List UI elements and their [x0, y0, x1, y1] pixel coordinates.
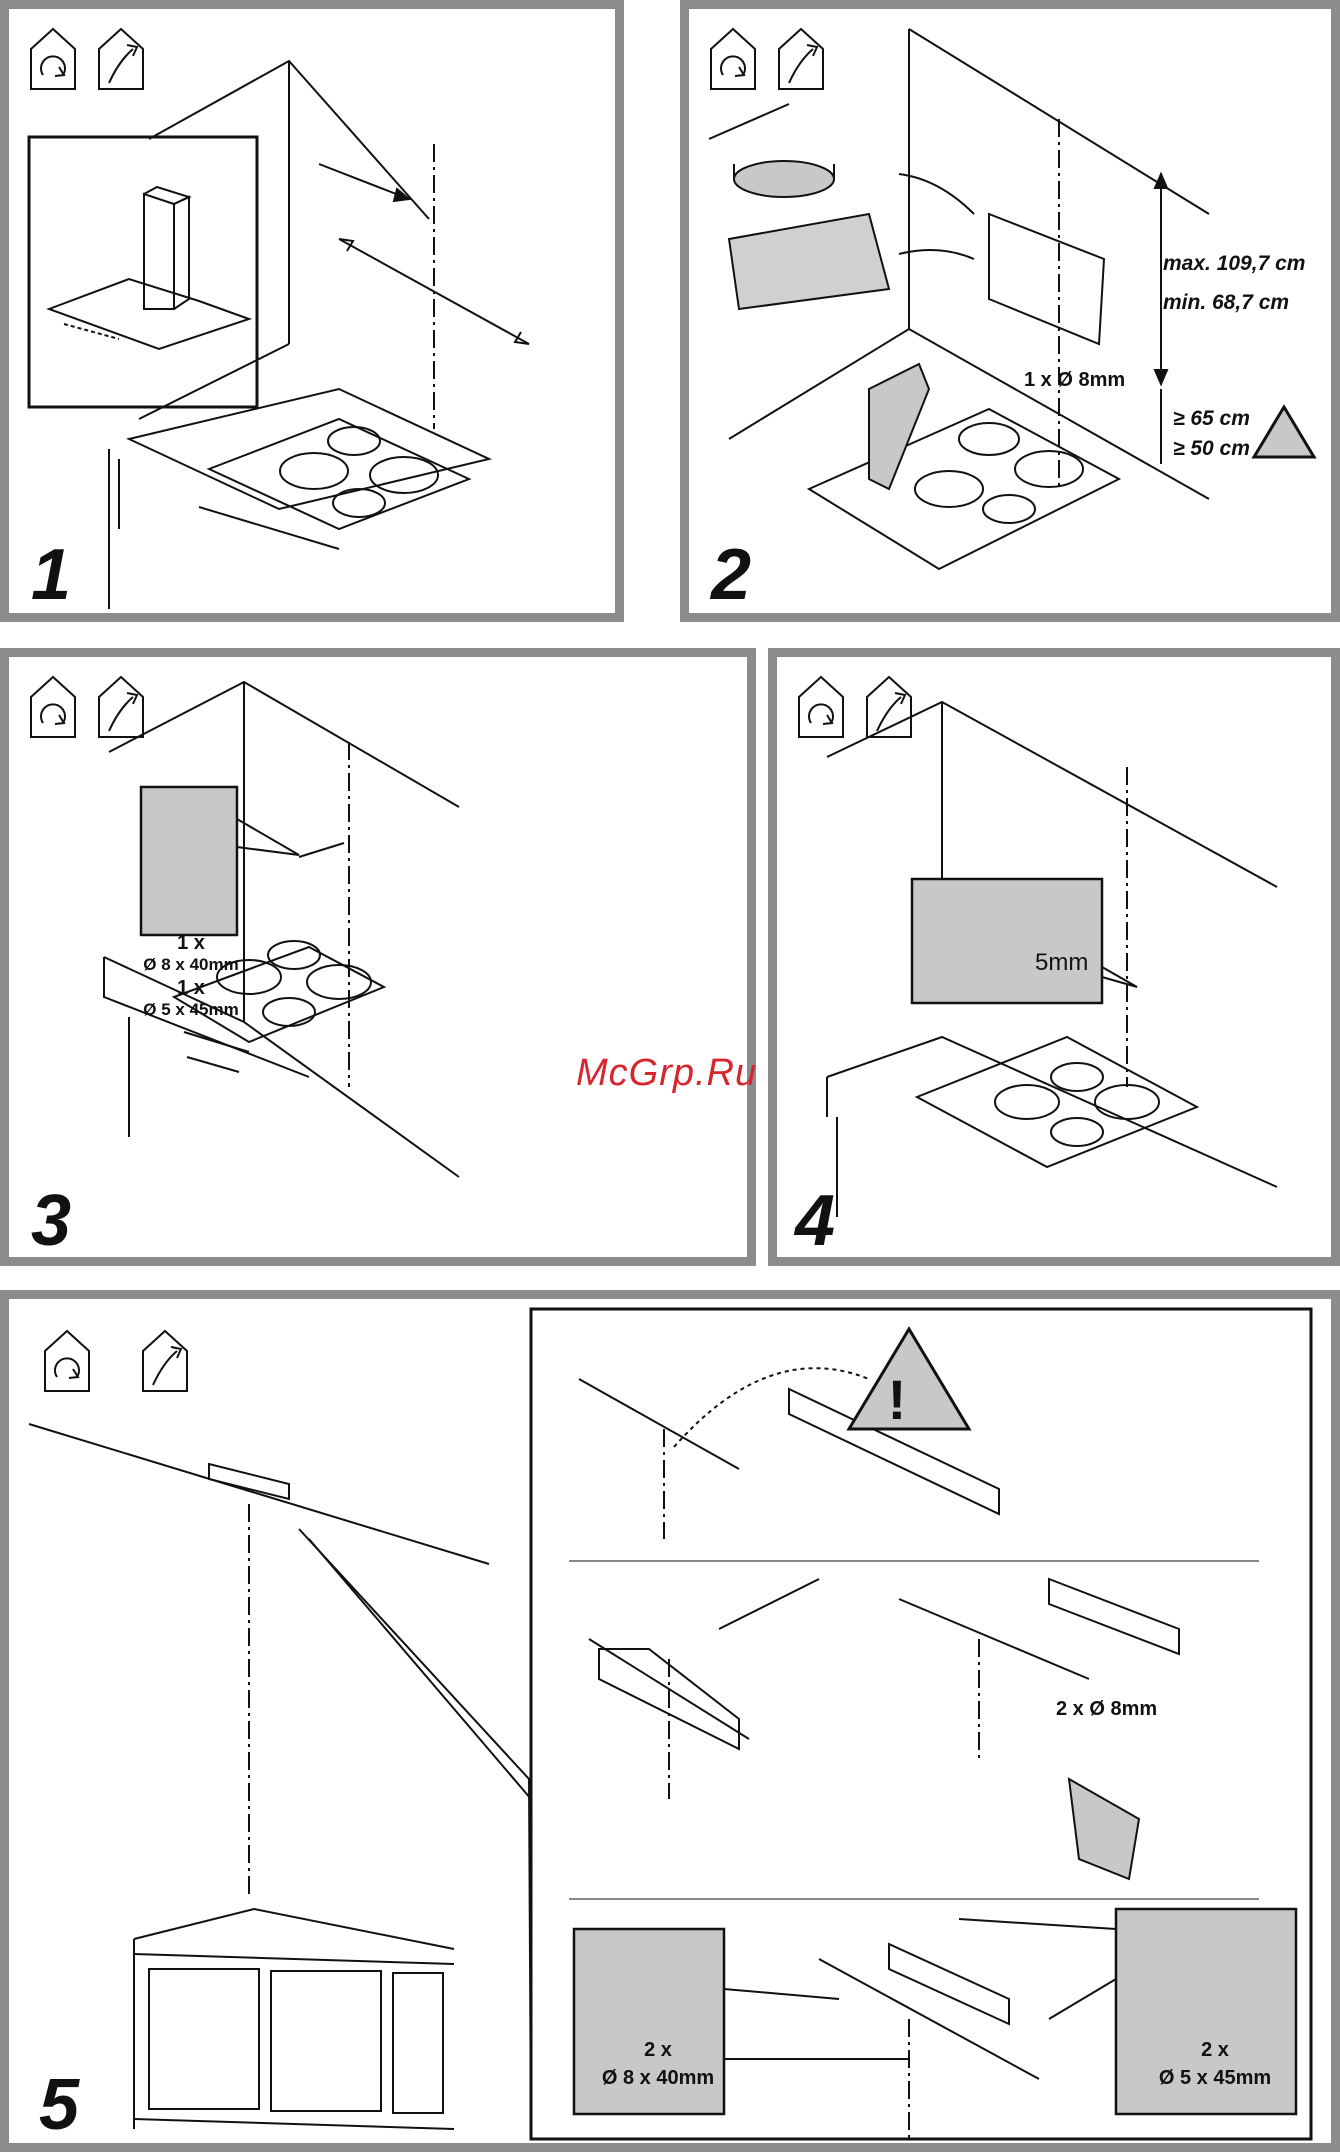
recirculation-mode-icon [711, 29, 755, 89]
step-1-illustration [9, 9, 615, 613]
extraction-mode-icon [99, 677, 143, 737]
screw-quantity-label: 1 x [143, 977, 239, 1000]
drill-label: 2 x Ø 8mm [1056, 1698, 1157, 1721]
watermark: McGrp.Ru [576, 1052, 757, 1095]
recirculation-mode-icon [31, 29, 75, 89]
screw-size-label: Ø 5 x 45mm [1125, 2067, 1305, 2090]
screw-size-label: Ø 5 x 45mm [139, 1000, 243, 1020]
step-number: 2 [711, 539, 751, 611]
step-5-panel: ! 2 x Ø 8mm 2 x Ø 8 x 40mm 2 x Ø 5 x 45m… [0, 1290, 1340, 2152]
step-3-panel: 1 x Ø 8 x 40mm 1 x Ø 5 x 45mm 3 [0, 648, 756, 1266]
plug-quantity-label: 1 x [143, 932, 239, 955]
warning-mark: ! [888, 1368, 907, 1431]
drill-label: 1 x Ø 8mm [1024, 369, 1125, 392]
step-number: 4 [795, 1185, 835, 1257]
plug-size-label: Ø 8 x 40mm [139, 955, 243, 975]
step-number: 1 [31, 539, 71, 611]
step-5-illustration: ! [9, 1299, 1331, 2143]
recirculation-mode-icon [799, 677, 843, 737]
plug-quantity-label: 2 x [583, 2039, 733, 2062]
electric-hob-distance-label: ≥ 50 cm [1173, 437, 1250, 461]
extraction-mode-icon [143, 1331, 187, 1391]
recirculation-mode-icon [45, 1331, 89, 1391]
step-2-panel: max. 109,7 cm min. 68,7 cm 1 x Ø 8mm ≥ 6… [680, 0, 1340, 622]
screw-gap-label: 5mm [1035, 949, 1088, 977]
gas-hob-distance-label: ≥ 65 cm [1173, 407, 1250, 431]
step-3-illustration [9, 657, 747, 1257]
screw-quantity-label: 2 x [1125, 2039, 1305, 2062]
step-number: 5 [39, 2069, 79, 2141]
recirculation-mode-icon [31, 677, 75, 737]
plug-size-label: Ø 8 x 40mm [583, 2067, 733, 2090]
min-height-label: min. 68,7 cm [1163, 291, 1289, 315]
step-1-panel: 1 [0, 0, 624, 622]
step-4-panel: 5mm 4 [768, 648, 1340, 1266]
step-number: 3 [31, 1185, 71, 1257]
extraction-mode-icon [779, 29, 823, 89]
max-height-label: max. 109,7 cm [1163, 252, 1305, 276]
extraction-mode-icon [99, 29, 143, 89]
